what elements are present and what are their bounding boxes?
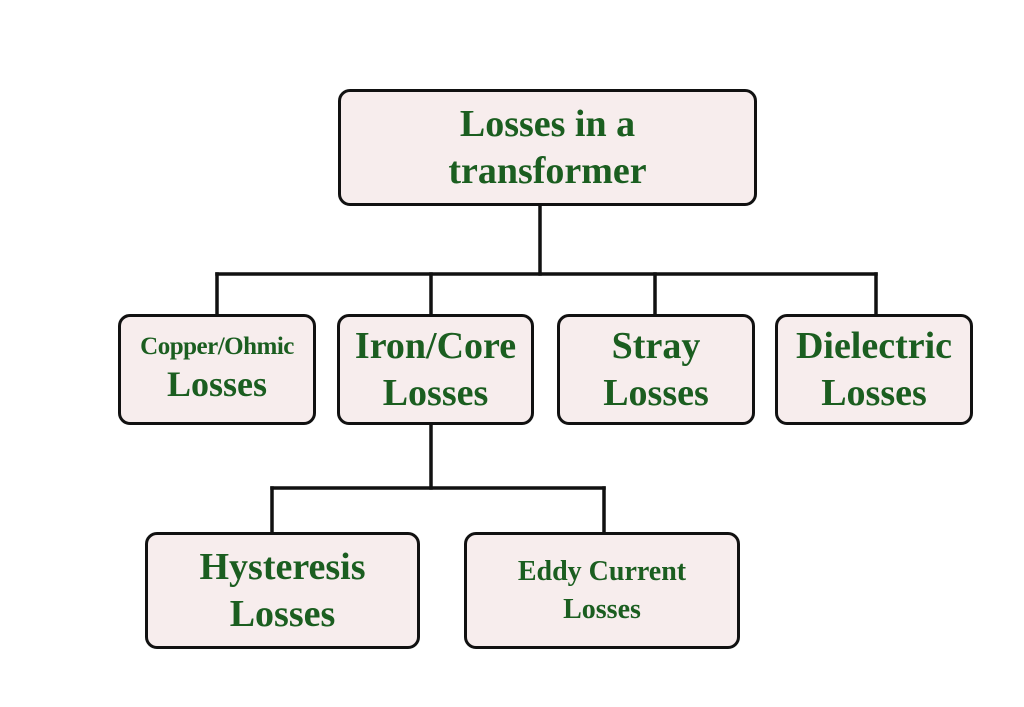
node-stray-losses: Stray Losses	[557, 314, 755, 425]
node-label-line1: Losses in a	[459, 103, 636, 146]
node-label-line2: Losses	[382, 371, 489, 414]
node-eddy-current-losses: Eddy Current Losses	[464, 532, 740, 649]
node-label-line1: Copper/Ohmic	[140, 333, 294, 361]
node-label-line1: Dielectric	[795, 325, 953, 368]
node-label-line2: Losses	[563, 593, 641, 625]
node-label-line2: Losses	[229, 592, 336, 635]
node-dielectric-losses: Dielectric Losses	[775, 314, 973, 425]
node-label-line2: transformer	[448, 149, 647, 192]
node-losses-in-a-transformer: Losses in a transformer	[338, 89, 757, 206]
node-hysteresis-losses: Hysteresis Losses	[145, 532, 420, 649]
node-label-line1: Stray	[611, 325, 701, 368]
node-label-line1: Iron/Core	[354, 325, 517, 368]
node-label-line1: Eddy Current	[517, 555, 687, 587]
node-iron-core-losses: Iron/Core Losses	[337, 314, 534, 425]
node-label-line2: Losses	[603, 371, 709, 414]
node-label-line2: Losses	[166, 363, 268, 404]
node-label-line1: Hysteresis	[199, 546, 366, 589]
node-label-line2: Losses	[821, 371, 927, 414]
node-copper-ohmic-losses: Copper/Ohmic Losses	[118, 314, 316, 425]
